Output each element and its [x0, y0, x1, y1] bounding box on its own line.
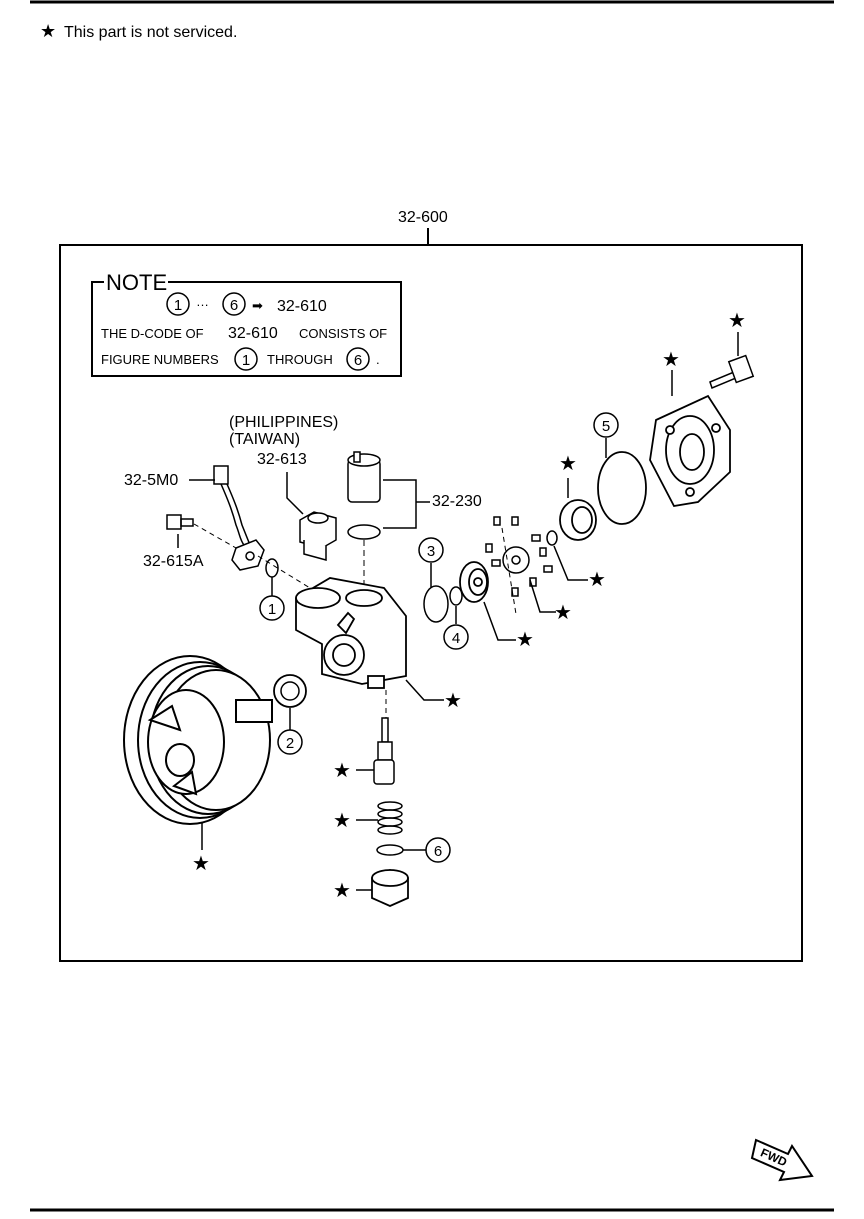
star-rotor-icon: ★: [554, 602, 572, 624]
legend-text: This part is not serviced.: [64, 24, 237, 41]
legend-star-icon: ★: [40, 21, 56, 41]
assembly-code-label: 32-600: [398, 209, 448, 226]
cover-bolt: [709, 354, 755, 390]
part-32-613-label: 32-613: [257, 451, 307, 468]
dowel-pin: [546, 530, 558, 546]
svg-text:3: 3: [427, 543, 435, 560]
callout-5: 5: [593, 412, 619, 438]
star-cam-ring-icon: ★: [559, 453, 577, 475]
star-plug-icon: ★: [333, 880, 351, 902]
control-valve-spool: [373, 717, 395, 785]
star-spool-icon: ★: [333, 760, 351, 782]
valve-spring: [377, 801, 403, 835]
rotor-vanes: [485, 516, 553, 597]
callout-3: 3: [418, 537, 444, 563]
note-line1-prefix: THE D-CODE OF: [101, 326, 204, 341]
note-circle-from: [166, 292, 190, 316]
note-line2-from: 1: [242, 352, 250, 369]
svg-text:5: 5: [602, 418, 610, 435]
callout-6: 6: [425, 837, 451, 863]
note-range-to: 6: [230, 297, 238, 314]
note-range-sep: …: [196, 294, 209, 309]
note-line2-mid: THROUGH: [267, 352, 333, 367]
o-ring-6: [376, 844, 404, 856]
note-range-from: 1: [174, 297, 182, 314]
pulley: [123, 655, 273, 825]
star-spring-icon: ★: [333, 810, 351, 832]
side-plate: [459, 561, 489, 603]
part-32-230-label: 32-230: [432, 493, 482, 510]
o-ring-4: [449, 586, 463, 606]
note-line1-suffix: CONSISTS OF: [299, 326, 387, 341]
valve-plug: [371, 869, 409, 907]
part-32-5m0-label: 32-5M0: [124, 472, 178, 489]
part-32-615a-label: 32-615A: [143, 553, 204, 570]
gasket-5: [597, 451, 647, 525]
pump-body: [295, 577, 407, 689]
note-box: NOTE 1 … 6 ➡ 32-610 THE D-CODE OF 32-610…: [91, 270, 402, 377]
region-taiwan-label: (TAIWAN): [229, 431, 300, 448]
star-bolt-icon: ★: [728, 310, 746, 332]
assembly-frame: [59, 244, 803, 962]
note-line1-code: 32-610: [228, 325, 278, 342]
flow-control-valve-32-230: [347, 451, 381, 540]
bolt-32-615a: [166, 514, 194, 530]
star-pin-icon: ★: [588, 569, 606, 591]
note-arrow-icon: ➡: [252, 298, 263, 313]
union-fitting-32-613: [299, 511, 337, 561]
star-cover-icon: ★: [662, 349, 680, 371]
note-title: NOTE: [106, 270, 167, 295]
note-line2-prefix: FIGURE NUMBERS: [101, 352, 219, 367]
note-line2-end: .: [376, 352, 380, 367]
star-pump-body-icon: ★: [444, 690, 462, 712]
svg-text:1: 1: [268, 601, 276, 618]
region-philippines-label: (PHILIPPINES): [229, 414, 338, 431]
callout-1: 1: [259, 595, 285, 621]
o-ring-3: [423, 585, 449, 623]
rear-cover: [649, 394, 731, 507]
oil-seal-2: [273, 674, 307, 708]
note-circle-to: [222, 292, 246, 316]
star-pulley-icon: ★: [192, 853, 210, 875]
star-side-plate-icon: ★: [516, 629, 534, 651]
note-target: 32-610: [277, 298, 327, 315]
callout-4: 4: [443, 624, 469, 650]
callout-2: 2: [277, 729, 303, 755]
note-line2-to: 6: [354, 352, 362, 369]
fwd-arrow-icon: FWD: [750, 1138, 814, 1182]
pressure-switch-connector: [213, 465, 265, 571]
svg-text:2: 2: [286, 735, 294, 752]
cam-ring: [559, 499, 597, 541]
svg-text:6: 6: [434, 843, 442, 860]
svg-text:4: 4: [452, 630, 460, 647]
